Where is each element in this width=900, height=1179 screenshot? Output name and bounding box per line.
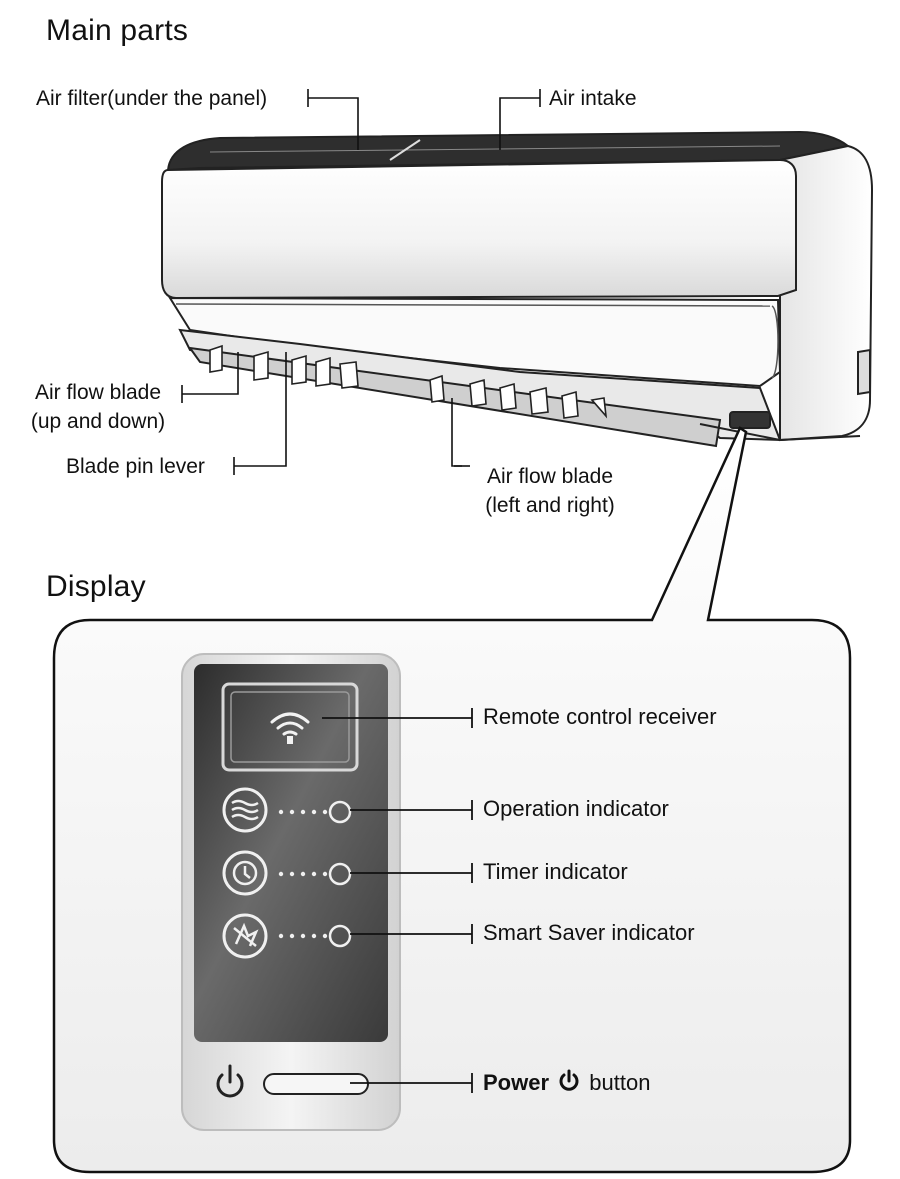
label-air-flow-blade-left-right-line1: Air flow blade <box>486 465 614 488</box>
label-blade-pin-lever: Blade pin lever <box>66 455 205 478</box>
label-power-button: Power button <box>483 1069 650 1096</box>
label-remote-control-receiver: Remote control receiver <box>483 704 717 729</box>
display-callout-box <box>52 426 852 1174</box>
timer-lamp <box>328 862 352 886</box>
label-air-flow-blade-left-right: Air flow blade (left and right) <box>470 462 630 521</box>
label-power-bold: Power <box>483 1070 550 1095</box>
label-air-flow-blade-up-down: Air flow blade (up and down) <box>18 378 178 437</box>
label-air-flow-blade-up-down-line2: (up and down) <box>30 410 166 434</box>
leader-lines <box>181 89 541 475</box>
power-button[interactable] <box>263 1073 369 1095</box>
indoor-unit <box>161 130 874 448</box>
power-icon <box>216 1064 244 1098</box>
smart-saver-lamp <box>328 924 352 948</box>
air-flow-blades <box>209 344 608 419</box>
smart-saver-icon <box>222 913 268 959</box>
label-air-intake: Air intake <box>549 87 637 110</box>
label-operation-indicator: Operation indicator <box>483 796 669 821</box>
operation-lamp <box>328 800 352 824</box>
power-inline-icon <box>559 1069 579 1091</box>
label-air-filter: Air filter(under the panel) <box>36 87 268 110</box>
label-smart-saver-indicator: Smart Saver indicator <box>483 920 695 945</box>
label-air-flow-blade-left-right-line2: (left and right) <box>485 494 615 518</box>
display-glass <box>194 664 388 1042</box>
wifi-signal-icon <box>270 712 310 744</box>
display-heading: Display <box>46 570 146 603</box>
indicator-rows <box>222 787 352 959</box>
airflow-waves-icon <box>222 787 268 833</box>
main-parts-heading: Main parts <box>46 14 189 47</box>
label-air-flow-blade-up-down-line1: Air flow blade <box>34 381 162 404</box>
display-leader-lines <box>322 708 473 1093</box>
label-power-rest: button <box>589 1070 651 1095</box>
label-timer-indicator: Timer indicator <box>483 859 628 884</box>
timer-clock-icon <box>222 850 268 896</box>
